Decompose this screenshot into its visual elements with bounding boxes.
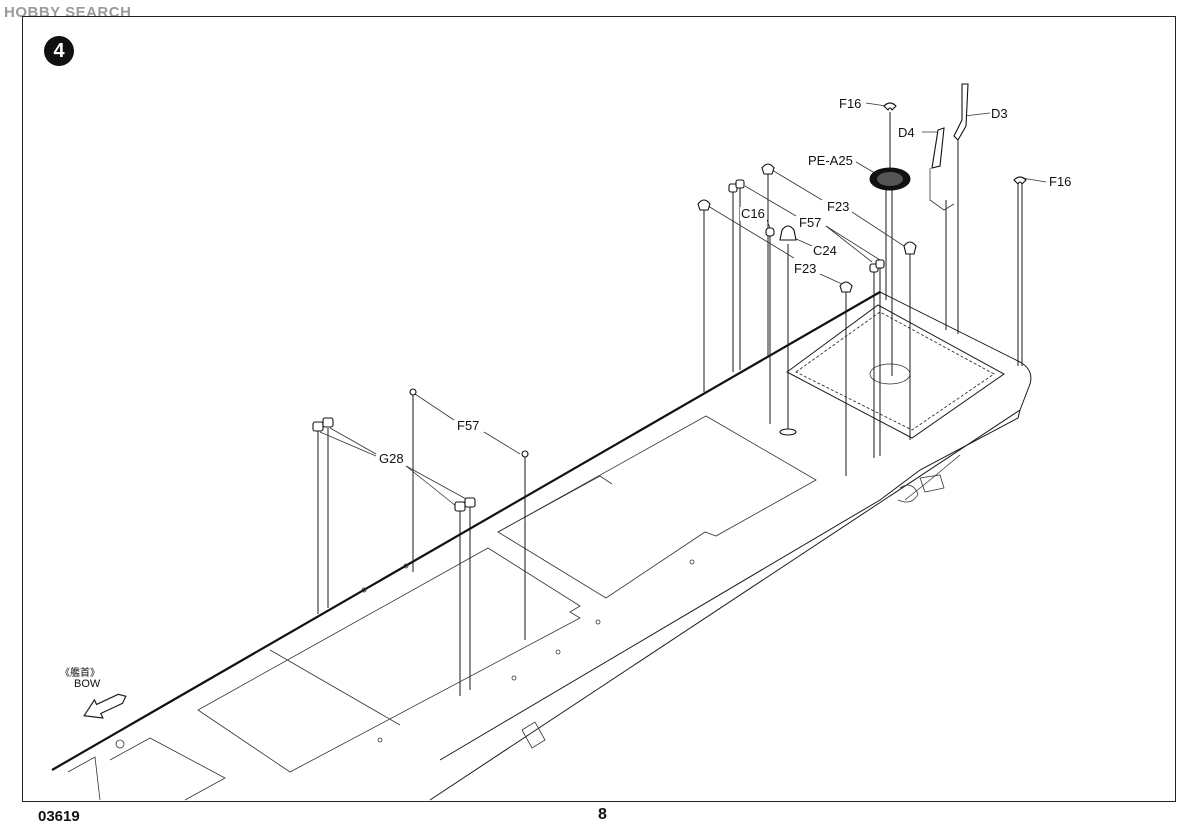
lower-fin [521,721,546,749]
c16-part [765,227,775,237]
hull-deck-edge [51,291,881,771]
callout-f23-lower: F23 [793,261,818,276]
c24-part [779,225,797,241]
g28-part-b [322,417,334,428]
g28-part-c [454,501,466,512]
d3-part [953,83,969,141]
f57-upper-right-part-b [875,259,885,269]
bow-label-en: BOW [74,678,101,690]
diagram-frame [22,16,1176,802]
parts [312,83,1027,512]
f57-lower-left-part [409,388,417,396]
leader-lines [319,102,1047,507]
callout-c16: C16 [740,206,766,221]
c24-base [779,428,797,436]
bow-panel-1 [109,737,226,801]
f57-upper-part-b [735,179,745,189]
hull-side-lower [439,409,1021,761]
callout-f16-top: F16 [838,96,863,111]
helipad-inner [795,311,995,431]
hull-bottom [904,454,961,501]
page-number: 8 [598,806,607,823]
hull-stern-top [879,291,1032,411]
f23-upper-right-part [903,241,917,255]
f16-right-part [1013,176,1027,185]
deck-panel-middle [497,415,817,599]
deck-panel-forward [197,547,581,773]
step-number-badge: 4 [44,36,74,66]
bow-panel-2 [67,756,101,801]
f16-top-part [883,102,897,111]
deck-panel-middle-notch [497,475,613,533]
helipad-circle [869,363,911,385]
deck-edge-fittings [361,559,695,743]
g28-part-d [464,497,476,508]
callout-f57-upper: F57 [798,215,823,230]
callout-d3: D3 [990,106,1009,121]
hull-starboard-edge [429,409,1021,801]
deck-panel-forward-seam [269,649,401,726]
f57-lower-right-part [521,450,529,458]
arrow-left-icon [83,693,127,719]
product-code: 03619 [38,808,80,825]
g28-part-a [312,421,324,432]
callout-f57-lower: F57 [456,418,481,433]
callout-g28: G28 [378,451,405,466]
callout-d4: D4 [897,125,916,140]
bow-fitting [115,739,125,749]
d4-bracket [929,168,955,211]
helipad-outer [786,304,1005,439]
callout-c24: C24 [812,243,838,258]
f23-lower-right-part [839,281,853,293]
f23-upper-part [761,163,775,175]
f23-lower-left-part [697,199,711,211]
d4-part [931,127,945,169]
locator-lines [317,112,1023,696]
propeller-guard [897,484,919,503]
bow-label-cn: 《艦首》 [60,668,100,679]
callout-f23-upper: F23 [826,199,851,214]
callout-f16-right: F16 [1048,174,1073,189]
callout-pe-a25: PE-A25 [807,153,854,168]
skeg-fin [919,474,945,493]
